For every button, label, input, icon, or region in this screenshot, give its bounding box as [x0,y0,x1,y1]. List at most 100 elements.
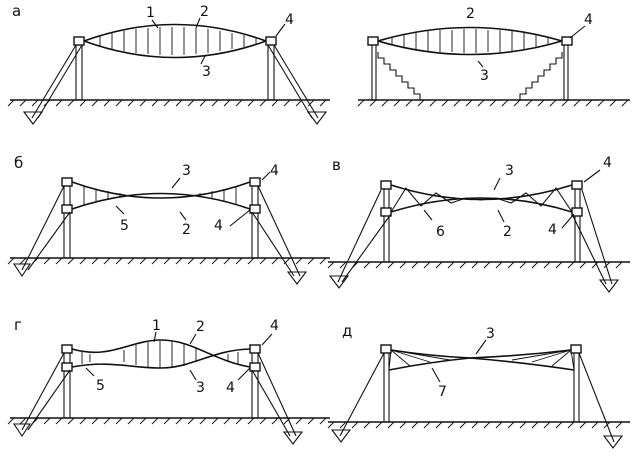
hangers [391,29,549,53]
leaders [477,25,586,68]
panel-g: г 1 2 4 5 3 4 [7,316,330,445]
truss-web [390,187,573,213]
label: 4 [226,380,235,396]
label: 2 [466,6,475,22]
panel-letter: а [12,2,21,20]
tower-right [251,184,259,259]
panel-letter: г [14,316,22,334]
label: 3 [505,163,514,179]
label: 4 [584,12,593,28]
cable-lower [388,357,575,371]
leaders [431,339,487,383]
saddle-left [380,344,392,354]
label: 4 [285,12,294,28]
saddle-left-top [61,177,73,187]
cable-upper [390,349,572,359]
backstay-left [31,44,83,119]
cable-lower [71,348,251,369]
tower-left [63,351,71,419]
label: 2 [200,4,209,20]
label: 4 [270,318,279,334]
anchor-right [286,271,308,285]
label: 3 [196,380,205,396]
anchor-left [22,111,44,125]
ground-hatch [7,417,327,425]
saddle-right [570,344,582,354]
anchor-left [12,263,32,277]
leaders [85,331,273,381]
cable-upper [71,339,251,368]
cable-upper [83,23,267,42]
panel-d: д 3 7 [327,322,630,449]
saddle-left-top [61,344,73,354]
label: 4 [603,155,612,171]
ground-hatch [327,261,623,269]
ground-hatch [327,421,623,429]
hangers [99,27,257,55]
label: 2 [196,319,205,335]
tower-left [371,43,377,101]
saddle-right-top [249,177,261,187]
anchor-left [330,429,352,443]
stays [337,189,613,285]
saddle-left [367,36,379,46]
saddle-right-top [249,344,261,354]
leaders [151,17,286,65]
panel-v: в 3 4 6 2 4 [327,155,630,293]
tower-left [63,184,71,259]
panel-a2: 2 3 4 [357,6,630,107]
anchor-right [598,279,620,293]
tower-right [251,351,259,419]
panel-letter: д [342,322,352,340]
stairs-right [519,52,563,100]
tower-left [383,351,390,423]
label: 3 [202,64,211,80]
panel-letter: б [14,154,23,172]
label: 1 [152,318,161,334]
stays [21,185,301,277]
panel-b: б 3 4 5 2 4 [7,154,330,285]
saddle-right-top [571,180,583,190]
anchor-right [306,111,328,125]
saddle-left-bottom [61,362,73,372]
tower-right [573,351,580,423]
anchor-left [12,423,32,437]
ground-hatch [357,99,629,107]
label: 3 [480,68,489,84]
panel-a1: а 1 2 3 4 [7,2,330,125]
label: 2 [503,224,512,240]
label: 5 [120,218,129,234]
fan-stays [388,349,575,371]
cable-lower [71,192,251,210]
label: 4 [214,218,223,234]
hangers [83,186,237,205]
label: 6 [436,224,445,240]
label: 5 [96,378,105,394]
cable-lower [83,40,267,59]
ground-hatch [7,99,327,107]
saddle-right [265,36,277,46]
saddle-left-bottom [380,207,392,217]
label: 7 [438,384,447,400]
panel-letter: в [332,156,341,174]
label: 4 [270,163,279,179]
saddle-left [73,36,85,46]
cable-lower [377,40,563,56]
label: 1 [146,5,155,21]
label: 3 [182,163,191,179]
leaders [115,171,271,227]
backstay-right [267,44,319,119]
ground-hatch [7,257,327,265]
cable-upper [377,26,563,42]
stays [21,352,297,437]
cable-upper [71,181,251,199]
label: 4 [548,222,557,238]
cable-lower [390,197,573,213]
anchor-right [602,435,624,449]
stays [339,352,615,443]
anchor-right [282,431,304,445]
anchor-left [328,275,350,289]
leaders [423,169,601,229]
